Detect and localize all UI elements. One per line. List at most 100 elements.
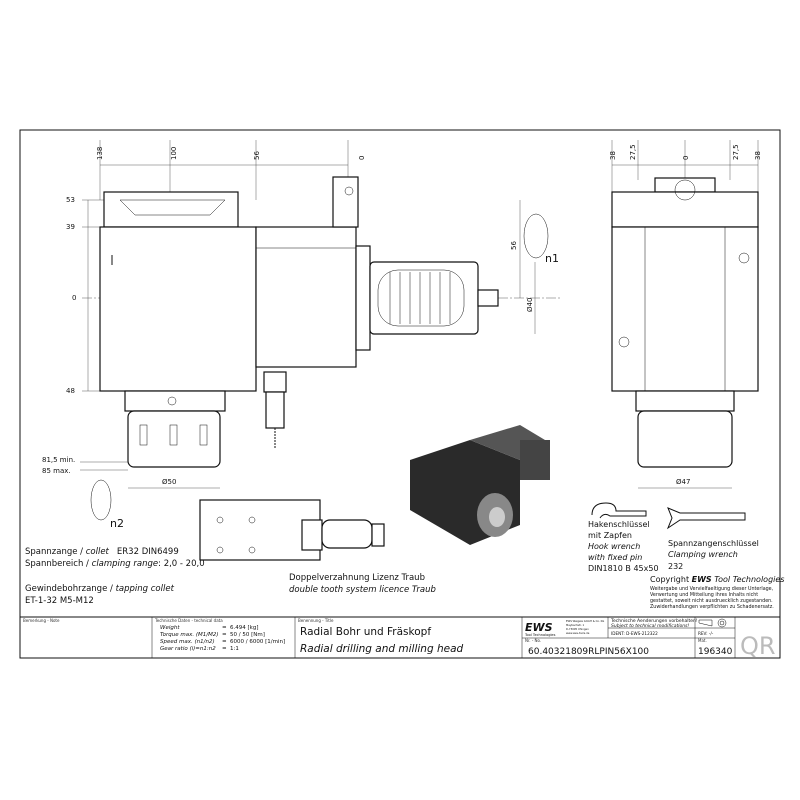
copyright-brand: EWS	[692, 575, 712, 584]
rotation-n1-icon	[523, 213, 549, 259]
clamp-spec: 232	[668, 562, 683, 571]
clamping-wrench-icon	[666, 507, 746, 530]
title-label: Benennung - Title	[298, 618, 334, 623]
collet-en: collet	[86, 547, 110, 557]
ews-logo: EWS	[525, 621, 553, 634]
hook-en-1: Hook wrench	[588, 542, 640, 551]
mat-label: Mat.	[698, 638, 707, 643]
tech-value-weight: 6.494 [kg]	[230, 625, 258, 631]
dim-53: 53	[66, 196, 75, 204]
company-line: Maybachstr. 1	[566, 623, 585, 627]
tech-label-gear: Gear ratio (i)=n1:n2	[160, 646, 216, 652]
dim-0-left: 0	[72, 294, 76, 302]
copyright-line: Verwertung und Mitteilung ihres Inhalts …	[650, 592, 758, 598]
dim-side-38-left: 38	[609, 151, 617, 160]
rotation-n2-icon	[90, 479, 112, 521]
tech-eq: =	[222, 625, 227, 631]
dim-side-27-5-right: 27,5	[732, 144, 740, 160]
hook-wrench-icon	[591, 502, 647, 519]
range-de: Spannbereich /	[25, 559, 92, 569]
tapping-de: Gewindebohrzange /	[25, 584, 116, 594]
projection-symbol-icon	[698, 619, 713, 627]
tech-label-weight: Weight	[160, 625, 180, 631]
copyright-line: Weitergabe und Vervielfaeltigung dieser …	[650, 586, 774, 592]
tech-value-speed: 6000 / 6000 [1/min]	[230, 639, 285, 645]
title-block: Bemerkung - Note Technische Daten - tech…	[20, 616, 780, 660]
dim-side-0: 0	[682, 156, 690, 160]
tech-label-torque: Torque max. (M1/M2)	[160, 632, 219, 638]
company-line: D-73095 Uhingen	[566, 627, 589, 631]
changes-de: Technische Aenderungen vorbehalten!	[610, 618, 698, 624]
dim-85-max: 85 max.	[42, 467, 71, 475]
copyright-line: Zuwiderhandlungen verpflichten zu Schade…	[650, 604, 774, 610]
tech-eq: =	[222, 646, 227, 652]
ident: IDENT: D-EWS-212322	[611, 631, 658, 636]
label-n1: n1	[545, 252, 559, 265]
dim-d47: Ø47	[676, 478, 690, 486]
dim-56-right: 56	[510, 241, 518, 250]
hook-spec: DIN1810 B 45x50	[588, 564, 659, 573]
copyright: Copyright EWS Tool Technologies Weiterga…	[650, 575, 784, 610]
part-number: 60.40321809RLPIN56X100	[528, 647, 649, 657]
hook-de-2: mit Zapfen	[588, 531, 632, 540]
tech-eq: =	[222, 632, 227, 638]
tech-eq: =	[222, 639, 227, 645]
no-label: Nr. - No.	[525, 638, 541, 643]
collet-notes: Spannzange / collet ER32 DIN6499 Spannber…	[25, 547, 436, 606]
dim-138: 138	[96, 147, 104, 160]
dim-side-27-5-left: 27,5	[629, 144, 637, 160]
collet-spec: ER32 DIN6499	[117, 547, 179, 557]
dim-56: 56	[253, 151, 261, 160]
tapping-spec: ET-1-32 M5-M12	[25, 596, 94, 606]
dim-d50: Ø50	[162, 478, 176, 486]
isometric-render	[410, 425, 550, 545]
range-en: clamping range	[92, 559, 158, 569]
projection-circle-icon	[717, 618, 727, 628]
company-line: EWS Weigele GmbH & Co. KG	[566, 619, 604, 623]
hook-de-1: Hakenschlüssel	[588, 520, 650, 529]
qr-placeholder: QR	[740, 632, 776, 660]
dim-81-5-min: 81,5 min.	[42, 456, 75, 464]
tech-value-gear: 1:1	[230, 646, 239, 652]
dim-39: 39	[66, 223, 75, 231]
bottom-dimensions: Ø50 81,5 min. 85 max. n2	[42, 456, 220, 530]
changes-en: Subject to technical modifications!	[611, 623, 689, 629]
tech-label-speed: Speed max. (n1/n2)	[160, 639, 215, 645]
tapping-en: tapping collet	[116, 584, 175, 594]
mat-number: 196340	[698, 647, 733, 657]
top-dimensions: 138 100 56 0	[96, 140, 366, 200]
rev: REV: -/-	[698, 631, 714, 636]
dim-side-38-right: 38	[754, 151, 762, 160]
range-value: : 2,0 - 20,0	[158, 559, 204, 569]
hook-en-2: with fixed pin	[588, 553, 642, 562]
company-line: www.ews-tools.de	[566, 631, 590, 635]
dim-48: 48	[66, 387, 75, 395]
front-view	[99, 176, 499, 468]
svg-text:Copyright EWS Tool Technologie: Copyright EWS Tool Technologies	[650, 575, 784, 584]
tech-label: Technische Daten - technical data	[154, 618, 223, 623]
double-tooth-de: Doppelverzahnung Lizenz Traub	[289, 573, 425, 583]
copyright-line: gestattet, soweit nicht ausdruecklich zu…	[650, 598, 773, 604]
note-label: Bemerkung - Note	[23, 618, 60, 623]
clamp-de: Spannzangenschlüssel	[668, 539, 759, 548]
logo-sub: Tool Technologies	[524, 633, 556, 637]
svg-text:Spannbereich / clamping range:: Spannbereich / clamping range: 2,0 - 20,…	[25, 559, 205, 569]
copyright-suffix: Tool Technologies	[712, 575, 785, 584]
title-de: Radial Bohr und Fräskopf	[300, 626, 431, 638]
double-tooth-en: double tooth system licence Traub	[289, 585, 436, 595]
top-view	[199, 499, 385, 561]
side-view: 38 27,5 0 27,5 38 Ø47	[609, 140, 762, 489]
copyright-prefix: Copyright	[650, 575, 692, 584]
dim-100: 100	[170, 147, 178, 160]
label-n2: n2	[110, 517, 124, 530]
wrench-notes: Hakenschlüssel mit Zapfen Hook wrench wi…	[588, 520, 759, 573]
title-en: Radial drilling and milling head	[300, 643, 464, 655]
dim-d40: Ø40	[526, 298, 534, 312]
drawing-frame	[19, 129, 781, 659]
collet-de: Spannzange /	[25, 547, 86, 557]
dim-0: 0	[358, 156, 366, 160]
tech-value-torque: 50 / 50 [Nm]	[230, 632, 265, 638]
spindle-dimensions: 56 n1 Ø40	[510, 200, 559, 334]
